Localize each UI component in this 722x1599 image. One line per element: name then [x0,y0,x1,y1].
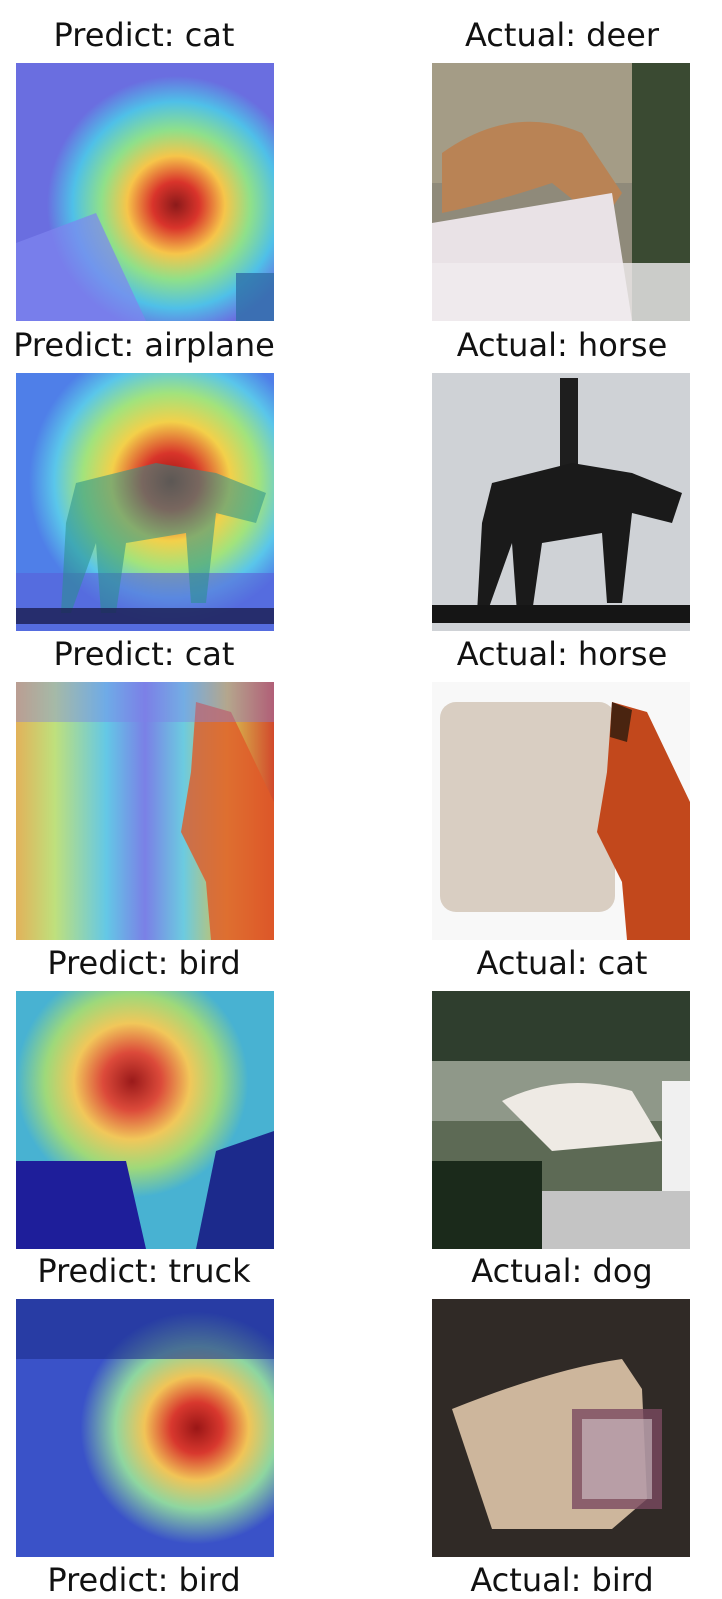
actual-label-4: Actual: cat [476,944,648,982]
predict-label-2: Predict: airplane [13,326,275,364]
predict-label-5: Predict: truck [37,1252,251,1290]
actual-label-6: Actual: bird [470,1561,654,1599]
original-image-1 [432,63,690,321]
actual-label-5: Actual: dog [471,1252,653,1290]
gradcam-heatmap-5 [16,1299,274,1557]
predict-label-4: Predict: bird [47,944,241,982]
actual-label-1: Actual: deer [464,16,660,54]
original-image-5 [432,1299,690,1557]
gradcam-heatmap-3 [16,682,274,940]
predict-label-3: Predict: cat [53,635,235,673]
gradcam-heatmap-2 [16,373,274,631]
original-image-3 [432,682,690,940]
original-image-4 [432,991,690,1249]
gradcam-heatmap-4 [16,991,274,1249]
actual-label-2: Actual: horse [456,326,668,364]
predict-label-1: Predict: cat [53,16,235,54]
gradcam-heatmap-1 [16,63,274,321]
original-image-2 [432,373,690,631]
actual-label-3: Actual: horse [456,635,668,673]
predict-label-6: Predict: bird [47,1561,241,1599]
